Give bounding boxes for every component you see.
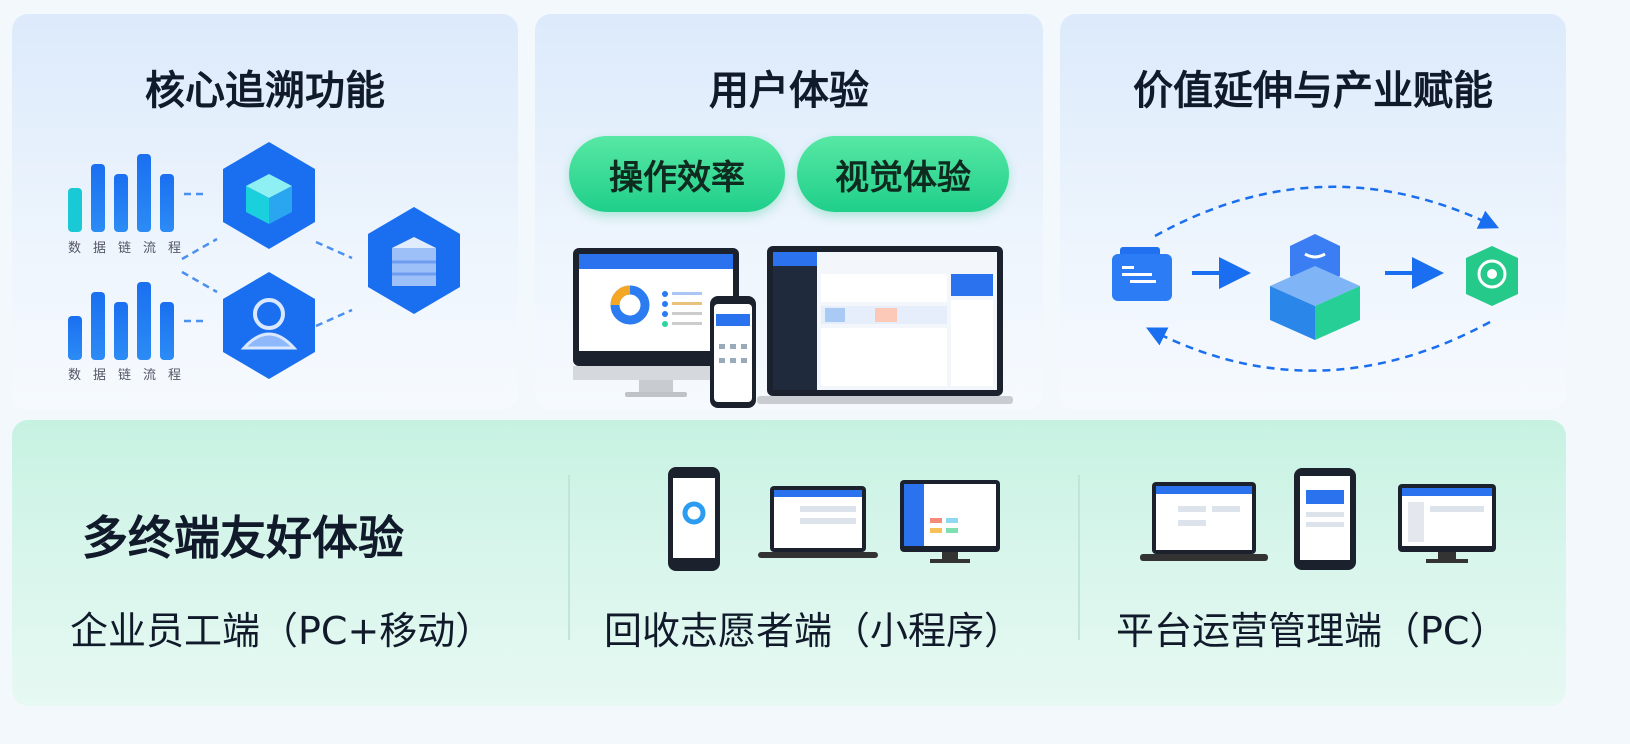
gear-box-icon (1466, 246, 1518, 306)
cube-hexagon-icon (223, 142, 315, 249)
card-title: 价值延伸与产业赋能 (1133, 68, 1493, 114)
laptop-icon (1140, 482, 1268, 561)
user-experience-card: 用户体验 操作效率 视觉体验 (535, 14, 1043, 410)
bar-chart-icon (68, 154, 174, 232)
bar-label: 数据链流程 (68, 241, 194, 256)
document-tray-icon (1112, 247, 1172, 301)
laptop-icon (757, 246, 1013, 404)
tablet-icon (1294, 468, 1356, 570)
multi-terminal-section: 多终端友好体验 企业员工端（PC+移动） 回收志愿者端（小程序） 平台运营管理端… (12, 420, 1566, 706)
user-hexagon-icon (223, 272, 315, 379)
bar-chart-icon (68, 282, 174, 360)
core-trace-card: 核心追溯功能 数据链流程 数据链流程 (12, 14, 518, 410)
value-cycle-diagram (1112, 185, 1518, 372)
devices-illustration (573, 246, 1013, 408)
monitor-icon (1398, 484, 1496, 563)
terminal-enterprise: 企业员工端（PC+移动） (70, 609, 494, 653)
flow-diagram (181, 142, 460, 379)
laptop-icon (758, 486, 878, 558)
terminal-platform: 平台运营管理端（PC） (1116, 609, 1508, 653)
bar-label: 数据链流程 (68, 368, 194, 383)
monitor-icon (900, 480, 1000, 563)
device-icons (668, 467, 1496, 571)
phone-icon (710, 296, 756, 408)
divider (568, 475, 570, 640)
value-extension-card: 价值延伸与产业赋能 (1060, 14, 1566, 410)
platform-box-icon (1270, 234, 1360, 340)
database-hexagon-icon (368, 207, 460, 314)
divider (1078, 475, 1080, 640)
section-title: 多终端友好体验 (82, 511, 404, 565)
pill-efficiency: 操作效率 (569, 136, 785, 212)
pill-visual: 视觉体验 (797, 136, 1009, 212)
desktop-monitor-icon (573, 248, 739, 397)
card-title: 核心追溯功能 (145, 68, 385, 114)
phone-icon (668, 467, 720, 571)
terminal-volunteer: 回收志愿者端（小程序） (604, 609, 1023, 653)
card-title: 用户体验 (709, 68, 869, 114)
